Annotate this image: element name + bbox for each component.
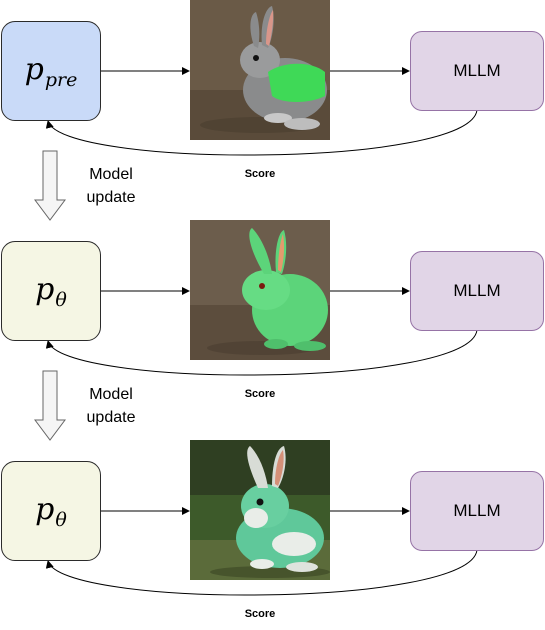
generated-image-green-white-rabbit <box>190 440 330 580</box>
update-line-2: update <box>86 409 136 426</box>
score-feedback-arrow-2 <box>45 329 478 376</box>
score-feedback-arrow-1 <box>45 109 478 156</box>
finetuned-model-box: pθ <box>1 241 101 341</box>
mllm-evaluator-box: MLLM <box>410 471 544 551</box>
model-update-arrow <box>34 370 66 441</box>
mllm-label: MLLM <box>453 281 501 300</box>
score-label: Score <box>244 608 276 620</box>
update-line-2: update <box>86 189 136 206</box>
mllm-evaluator-box: MLLM <box>410 251 544 331</box>
model-symbol: p <box>35 271 55 307</box>
model-label: pθ <box>35 272 67 311</box>
model-subscript: pre <box>44 68 78 91</box>
model-update-label: Model update <box>76 163 146 209</box>
generated-image-gray-rabbit <box>190 0 330 140</box>
mllm-evaluator-box: MLLM <box>410 31 544 111</box>
mllm-label: MLLM <box>453 501 501 520</box>
model-update-label: Model update <box>76 383 146 429</box>
mllm-label: MLLM <box>453 61 501 80</box>
model-update-arrow <box>34 150 66 221</box>
model-subscript: θ <box>55 288 67 311</box>
model-subscript: θ <box>55 508 67 531</box>
update-line-1: Model <box>89 386 133 403</box>
model-symbol: p <box>35 491 55 527</box>
update-line-1: Model <box>89 166 133 183</box>
score-feedback-arrow-3 <box>45 549 478 596</box>
pretrained-model-box: ppre <box>1 21 101 121</box>
generated-image-green-rabbit <box>190 220 330 360</box>
score-label: Score <box>244 388 276 400</box>
model-label: pθ <box>35 492 67 531</box>
model-label: ppre <box>25 52 78 91</box>
model-symbol: p <box>24 51 44 87</box>
finetuned-model-box: pθ <box>1 461 101 561</box>
score-label: Score <box>244 168 276 180</box>
